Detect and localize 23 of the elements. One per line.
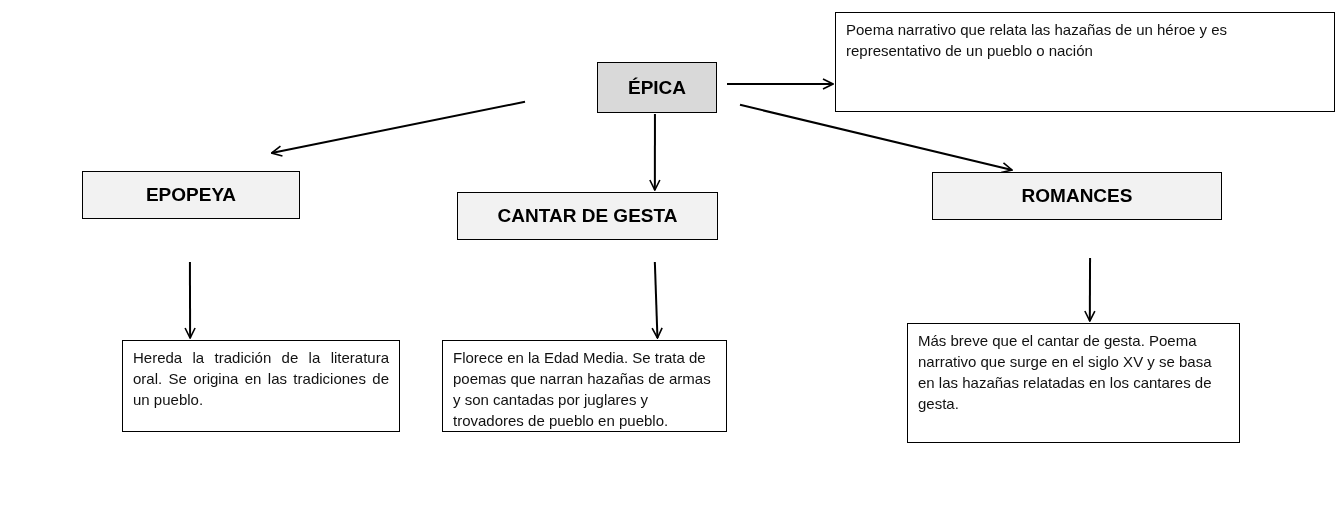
description-box xyxy=(442,340,727,432)
box-text: Poema narrativo que relata las hazañas de un héroe y es representativo de un pueblo o nación xyxy=(846,20,1229,61)
definition-box xyxy=(835,12,1335,112)
category-box xyxy=(932,172,1222,220)
box-title: EPOPEYA xyxy=(145,184,237,206)
box-text: Más breve que el cantar de gesta. Poema narrativo que surge en el siglo XV y se basa en las hazañas relatadas en los cantares de gesta. xyxy=(918,331,1213,414)
box-text: Florece en la Edad Media. Se trata de poemas que narran hazañas de armas y son cantadas por juglares y trovadores de pueblo en pueblo. xyxy=(453,348,712,431)
arrow xyxy=(184,261,196,339)
arrow xyxy=(651,261,663,339)
description-box xyxy=(122,340,400,432)
arrow xyxy=(726,78,834,90)
category-box xyxy=(597,62,717,113)
description-box xyxy=(907,323,1240,443)
box-title: ÉPICA xyxy=(627,76,687,99)
box-title: CANTAR DE GESTA xyxy=(497,205,678,227)
arrow xyxy=(1084,257,1096,322)
arrow xyxy=(649,113,661,191)
category-box xyxy=(82,171,300,219)
category-box xyxy=(457,192,718,240)
arrow xyxy=(270,100,526,157)
box-title: ROMANCES xyxy=(1021,185,1133,207)
box-text: Hereda la tradición de la literatura oral. Se origina en las tradiciones de un pueblo. xyxy=(133,348,389,410)
arrow xyxy=(739,103,1014,174)
